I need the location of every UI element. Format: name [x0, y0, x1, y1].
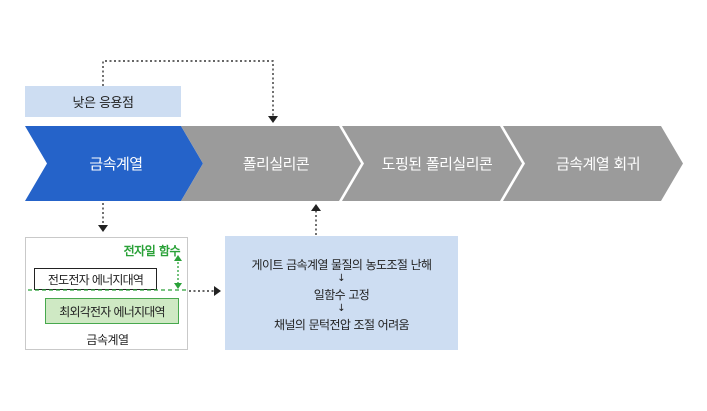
- valence-band-label: 최외각전자 에너지대역: [59, 304, 165, 319]
- work-function-title: 전자일 함수: [123, 244, 181, 258]
- diagram-caption: 금속계열: [86, 333, 129, 347]
- loop-connector: [102, 60, 274, 117]
- step-doped-polysilicon: 도핑된 폴리실리콘: [342, 126, 522, 201]
- up-arrowhead: [311, 204, 321, 211]
- down-arrowhead: [98, 225, 108, 232]
- step-metal-label: 금속계열: [89, 155, 143, 173]
- issue-line-1: 게이트 금속계열 물질의 농도조절 난해: [251, 258, 433, 272]
- step-polysilicon-label: 폴리실리콘: [242, 155, 310, 173]
- step-metal-return-label: 금속계열 회귀: [555, 155, 641, 173]
- step-doped-polysilicon-label: 도핑된 폴리실리콘: [381, 155, 493, 173]
- low-melting-point-text: 낮은 응용점: [72, 96, 134, 111]
- work-function-up-arrow: [174, 255, 182, 261]
- step-polysilicon: 폴리실리콘: [181, 126, 361, 201]
- issue-line-3: 채널의 문턱전압 조절 어려움: [274, 318, 410, 332]
- low-melting-point-label: 낮은 응용점: [25, 86, 181, 117]
- issue-line-2: 일함수 고정: [313, 288, 370, 302]
- right-arrowhead: [214, 286, 221, 296]
- step-metal-return: 금속계열 회귀: [503, 126, 683, 201]
- step-metal: 금속계열: [25, 126, 203, 201]
- conduction-band-box: 전도전자 에너지대역: [34, 268, 157, 290]
- work-function-down-arrow: [174, 283, 182, 289]
- issue-arrow-2: ↓: [337, 303, 346, 314]
- fermi-level-line: [28, 289, 186, 291]
- valence-band-box: 최외각전자 에너지대역: [45, 298, 179, 324]
- loop-arrowhead: [268, 116, 278, 123]
- work-function-marker: [174, 255, 182, 289]
- work-function-diagram: 전자일 함수 최외각전자 에너지대역 전도전자 에너지대역 금속계열: [25, 237, 188, 350]
- issue-arrow-1: ↓: [337, 273, 346, 284]
- conduction-band-label: 전도전자 에너지대역: [47, 272, 144, 287]
- issue-panel: 게이트 금속계열 물질의 농도조절 난해 ↓ 일함수 고정 ↓ 채널의 문턱전압…: [225, 236, 458, 350]
